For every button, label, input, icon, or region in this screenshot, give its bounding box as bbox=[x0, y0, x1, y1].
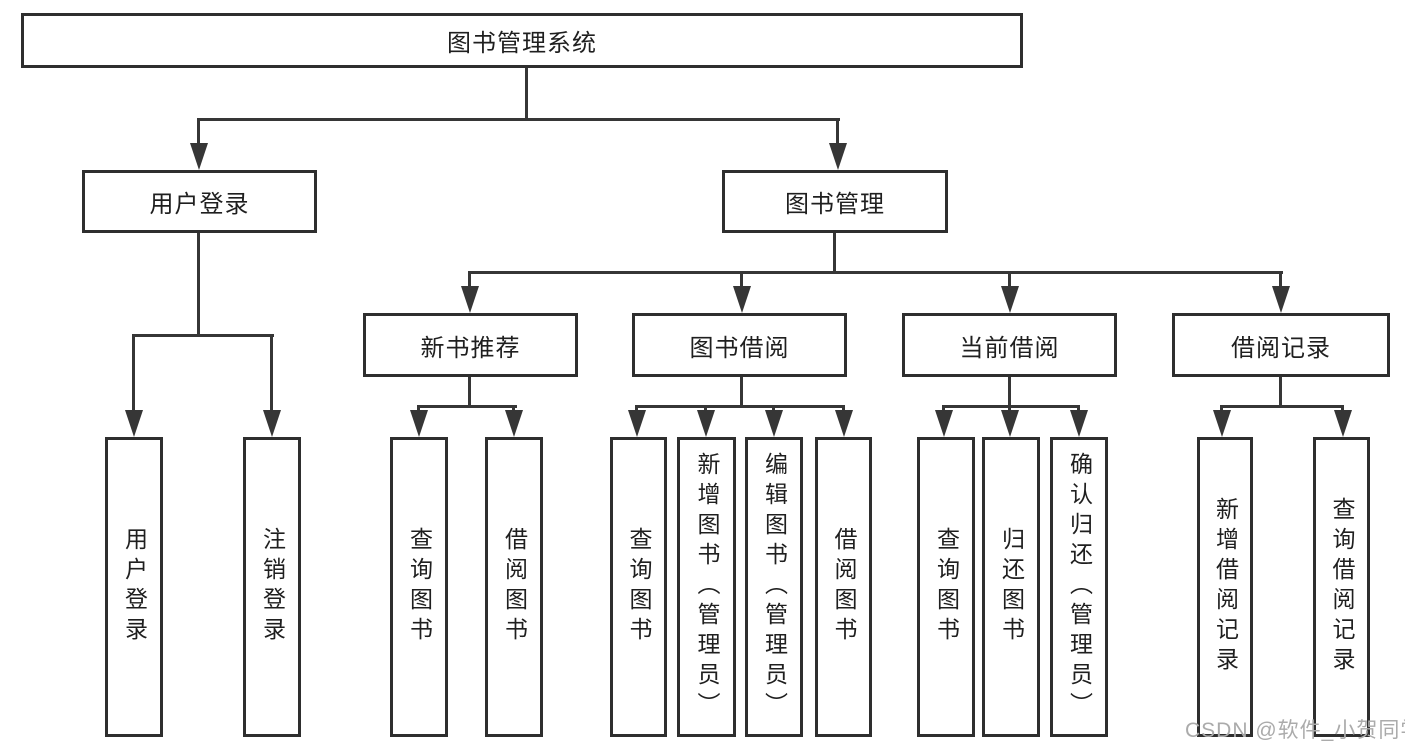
leaf-add-books-admin: 新增图书（管理员） bbox=[677, 437, 736, 737]
leaf-add-borrow-record: 新增借阅记录 bbox=[1197, 437, 1253, 737]
connector-line bbox=[1008, 271, 1011, 289]
connector-line bbox=[836, 118, 839, 145]
connector-line bbox=[1220, 405, 1223, 414]
connector-line bbox=[942, 405, 1080, 408]
arrowhead-down-icon bbox=[733, 286, 751, 313]
leaf-query-books-borrow-label: 查询图书 bbox=[626, 527, 652, 647]
arrowhead-down-icon bbox=[410, 410, 428, 437]
connector-line bbox=[468, 271, 1283, 274]
node-borrow-records: 借阅记录 bbox=[1172, 313, 1390, 377]
connector-line bbox=[772, 405, 775, 414]
leaf-edit-books-admin-label: 编辑图书（管理员） bbox=[761, 452, 788, 722]
arrowhead-down-icon bbox=[1272, 286, 1290, 313]
arrowhead-down-icon bbox=[829, 143, 847, 170]
arrowhead-down-icon bbox=[1213, 410, 1231, 437]
connector-line bbox=[525, 68, 528, 121]
connector-line bbox=[132, 334, 135, 412]
leaf-query-borrow-record: 查询借阅记录 bbox=[1313, 437, 1370, 737]
connector-line bbox=[1220, 405, 1344, 408]
connector-line bbox=[197, 118, 840, 121]
node-root: 图书管理系统 bbox=[21, 13, 1023, 68]
leaf-user-login: 用户登录 bbox=[105, 437, 163, 737]
leaf-query-books-recommend: 查询图书 bbox=[390, 437, 448, 737]
leaf-add-borrow-record-label: 新增借阅记录 bbox=[1212, 497, 1239, 677]
connector-line bbox=[740, 377, 743, 407]
node-book-management: 图书管理 bbox=[722, 170, 948, 233]
arrowhead-down-icon bbox=[628, 410, 646, 437]
leaf-borrow-books-recommend-label: 借阅图书 bbox=[501, 527, 528, 647]
connector-line bbox=[704, 405, 707, 414]
arrowhead-down-icon bbox=[697, 410, 715, 437]
arrowhead-down-icon bbox=[1001, 410, 1019, 437]
arrowhead-down-icon bbox=[125, 410, 143, 437]
connector-line bbox=[942, 405, 945, 414]
arrowhead-down-icon bbox=[190, 143, 208, 170]
arrowhead-down-icon bbox=[1070, 410, 1088, 437]
arrowhead-down-icon bbox=[461, 286, 479, 313]
node-book-borrow: 图书借阅 bbox=[632, 313, 847, 377]
leaf-edit-books-admin: 编辑图书（管理员） bbox=[745, 437, 803, 737]
connector-line bbox=[833, 233, 836, 274]
node-new-book-recommend-label: 新书推荐 bbox=[420, 334, 521, 362]
connector-line bbox=[512, 405, 515, 414]
connector-line bbox=[417, 405, 517, 408]
connector-line bbox=[1008, 377, 1011, 407]
leaf-borrow-books-recommend: 借阅图书 bbox=[485, 437, 543, 737]
connector-line bbox=[1077, 405, 1080, 414]
leaf-query-books-recommend-label: 查询图书 bbox=[406, 527, 433, 647]
connector-line bbox=[270, 334, 273, 412]
node-book-borrow-label: 图书借阅 bbox=[689, 334, 790, 362]
leaf-query-books-borrow: 查询图书 bbox=[610, 437, 667, 737]
leaf-query-borrow-record-label: 查询借阅记录 bbox=[1329, 497, 1355, 677]
leaf-add-books-admin-label: 新增图书（管理员） bbox=[694, 452, 720, 722]
leaf-confirm-return-admin: 确认归还（管理员） bbox=[1050, 437, 1108, 737]
leaf-logout: 注销登录 bbox=[243, 437, 301, 737]
connector-line bbox=[417, 405, 420, 414]
arrowhead-down-icon bbox=[1001, 286, 1019, 313]
arrowhead-down-icon bbox=[263, 410, 281, 437]
arrowhead-down-icon bbox=[765, 410, 783, 437]
connector-line bbox=[1279, 377, 1282, 407]
arrowhead-down-icon bbox=[505, 410, 523, 437]
connector-line bbox=[635, 405, 638, 414]
csdn-watermark: CSDN @软件_小贺同学 bbox=[1185, 719, 1405, 742]
leaf-query-books-current-label: 查询图书 bbox=[933, 527, 960, 647]
connector-line bbox=[740, 271, 743, 289]
arrowhead-down-icon bbox=[935, 410, 953, 437]
leaf-logout-label: 注销登录 bbox=[259, 527, 286, 647]
connector-line bbox=[468, 271, 471, 289]
node-borrow-records-label: 借阅记录 bbox=[1231, 334, 1331, 362]
arrowhead-down-icon bbox=[1334, 410, 1352, 437]
node-root-label: 图书管理系统 bbox=[447, 30, 597, 57]
connector-line bbox=[132, 334, 274, 337]
connector-line bbox=[635, 405, 845, 408]
leaf-borrow-books: 借阅图书 bbox=[815, 437, 872, 737]
node-user-login: 用户登录 bbox=[82, 170, 317, 233]
leaf-query-books-current: 查询图书 bbox=[917, 437, 975, 737]
connector-line bbox=[842, 405, 845, 414]
node-current-borrow-label: 当前借阅 bbox=[959, 334, 1060, 362]
connector-line bbox=[197, 118, 200, 145]
node-book-management-label: 图书管理 bbox=[785, 191, 885, 218]
connector-line bbox=[468, 377, 471, 407]
leaf-user-login-label: 用户登录 bbox=[121, 527, 148, 647]
arrowhead-down-icon bbox=[835, 410, 853, 437]
leaf-confirm-return-admin-label: 确认归还（管理员） bbox=[1066, 452, 1093, 722]
connector-line bbox=[1341, 405, 1344, 414]
leaf-return-books: 归还图书 bbox=[982, 437, 1040, 737]
connector-line bbox=[197, 233, 200, 337]
node-new-book-recommend: 新书推荐 bbox=[363, 313, 578, 377]
leaf-borrow-books-label: 借阅图书 bbox=[831, 527, 857, 647]
leaf-return-books-label: 归还图书 bbox=[998, 527, 1025, 647]
node-user-login-label: 用户登录 bbox=[149, 191, 250, 218]
node-current-borrow: 当前借阅 bbox=[902, 313, 1117, 377]
connector-line bbox=[1279, 271, 1282, 289]
connector-line bbox=[1008, 405, 1011, 414]
